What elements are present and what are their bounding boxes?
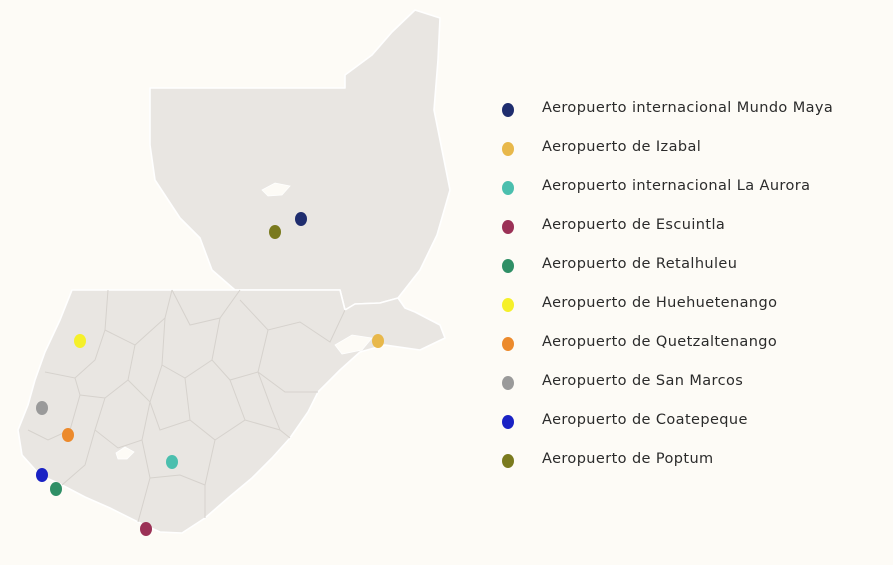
legend-dot: [502, 181, 514, 195]
legend-label: Aeropuerto de Huehuetenango: [542, 295, 778, 311]
legend-label: Aeropuerto internacional La Aurora: [542, 178, 811, 194]
legend-item: Aeropuerto de Coatepeque: [495, 410, 885, 449]
legend-dot: [502, 376, 514, 390]
legend-dot: [502, 259, 514, 273]
legend-dot: [502, 298, 514, 312]
legend-dot: [502, 454, 514, 468]
legend-dot: [502, 220, 514, 234]
legend-item: Aeropuerto internacional Mundo Maya: [495, 98, 885, 137]
airport-markers: [36, 212, 384, 536]
legend-label: Aeropuerto de Escuintla: [542, 217, 726, 233]
legend-dot: [502, 415, 514, 429]
legend-item: Aeropuerto de Izabal: [495, 137, 885, 176]
marker-quetzaltenango[interactable]: [62, 428, 74, 442]
legend-label: Aeropuerto de Retalhuleu: [542, 256, 738, 272]
marker-san-marcos[interactable]: [36, 401, 48, 415]
lake-peten-itza: [261, 182, 291, 197]
marker-coatepeque[interactable]: [36, 468, 48, 482]
legend-item: Aeropuerto de Poptum: [495, 449, 885, 488]
legend-label: Aeropuerto de Quetzaltenango: [542, 334, 778, 350]
legend-label: Aeropuerto de Izabal: [542, 139, 702, 155]
region-peten: [149, 9, 451, 311]
lake-izabal: [334, 334, 373, 355]
region-south: [17, 289, 446, 534]
legend-item: Aeropuerto de Escuintla: [495, 215, 885, 254]
lake-atitlan: [115, 446, 135, 460]
legend-label: Aeropuerto de Coatepeque: [542, 412, 748, 428]
marker-poptum[interactable]: [269, 225, 281, 239]
legend-item: Aeropuerto de San Marcos: [495, 371, 885, 410]
marker-escuintla[interactable]: [140, 522, 152, 536]
legend-label: Aeropuerto de San Marcos: [542, 373, 744, 389]
legend: Aeropuerto internacional Mundo Maya Aero…: [495, 98, 885, 488]
legend-dot: [502, 337, 514, 351]
marker-mundo-maya[interactable]: [295, 212, 307, 226]
marker-retalhuleu[interactable]: [50, 482, 62, 496]
marker-la-aurora[interactable]: [166, 455, 178, 469]
legend-item: Aeropuerto de Retalhuleu: [495, 254, 885, 293]
legend-dot: [502, 142, 514, 156]
legend-label: Aeropuerto de Poptum: [542, 451, 714, 467]
legend-item: Aeropuerto de Huehuetenango: [495, 293, 885, 332]
marker-izabal[interactable]: [372, 334, 384, 348]
legend-dot: [502, 103, 514, 117]
legend-label: Aeropuerto internacional Mundo Maya: [542, 100, 834, 116]
marker-huehuetenango[interactable]: [74, 334, 86, 348]
legend-item: Aeropuerto internacional La Aurora: [495, 176, 885, 215]
legend-item: Aeropuerto de Quetzaltenango: [495, 332, 885, 371]
